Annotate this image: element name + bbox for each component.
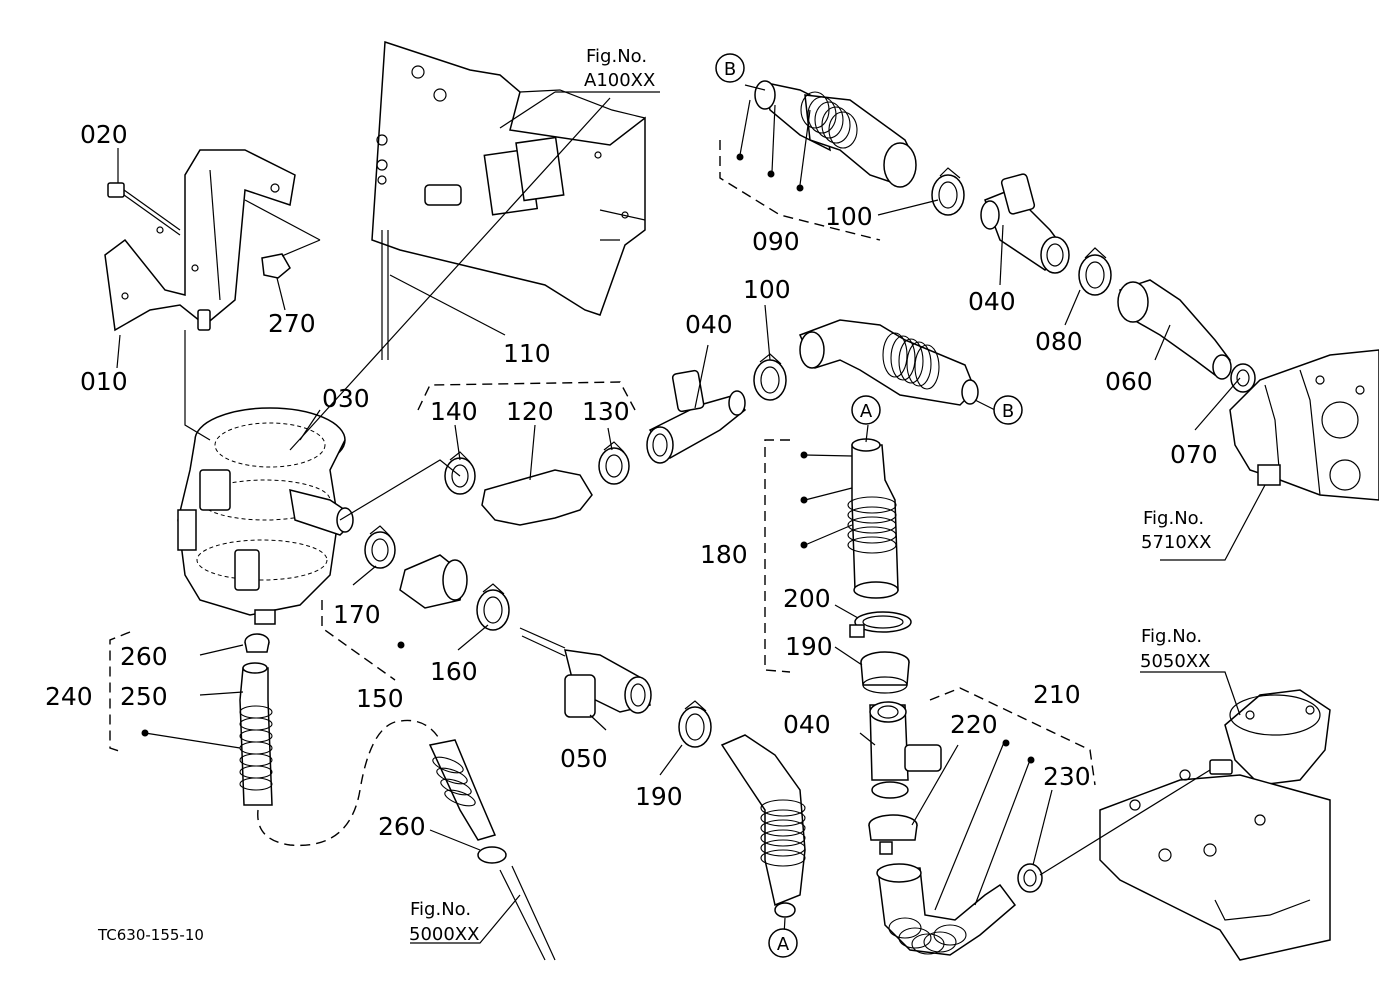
fig-ref-line1: Fig.No. [1143, 508, 1204, 529]
part-label-210: 210 [1033, 680, 1081, 709]
part-label-270: 270 [268, 309, 316, 338]
bolt-270 [244, 199, 321, 279]
part-label-050: 050 [560, 744, 608, 773]
clamp-190-mid [860, 651, 910, 694]
hose-210-ribs [888, 917, 967, 955]
hose-150 [399, 554, 468, 609]
hose-b-ribs [882, 332, 940, 390]
part-label-060: 060 [1105, 367, 1153, 396]
connector-a-top: A [851, 395, 881, 425]
drawing-code: TC630-155-10 [97, 926, 204, 944]
leader-lines [116, 84, 1266, 944]
part-label-190-mid: 190 [785, 632, 833, 661]
bolt-020 [107, 182, 181, 236]
fig-ref-line2: 5050XX [1140, 651, 1210, 672]
group-brackets [109, 140, 1096, 786]
part-label-090: 090 [752, 227, 800, 256]
clamp-160 [476, 583, 510, 631]
connector-label: B [1002, 401, 1014, 422]
fig-ref-line1: Fig.No. [1141, 626, 1202, 647]
part-label-240: 240 [45, 682, 93, 711]
hose-assembly-090 [754, 80, 917, 188]
clamp-260-bottom [477, 846, 507, 864]
connector-b-right: B [993, 395, 1023, 425]
part-label-110: 110 [503, 339, 551, 368]
part-label-070: 070 [1170, 440, 1218, 469]
fig-ref-line2: 5000XX [409, 924, 479, 945]
mounting-panel [371, 40, 646, 360]
clamp-200 [849, 611, 912, 638]
sensor-050 [564, 649, 652, 718]
clamp-230 [1017, 863, 1043, 893]
tank-5050 [1099, 689, 1331, 961]
fig-ref-a100: Fig.No. A100XX [584, 46, 655, 91]
clamp-170 [364, 525, 396, 569]
part-label-120: 120 [506, 397, 554, 426]
fuel-separator [177, 407, 354, 625]
fig-ref-line1: Fig.No. [586, 46, 647, 67]
clamp-070 [1230, 363, 1256, 393]
connector-a-bottom: A [768, 928, 798, 958]
clamp-100-top [931, 167, 965, 216]
part-label-100-middle: 100 [743, 275, 791, 304]
fig-ref-5050: Fig.No. 5050XX [1140, 626, 1210, 672]
hose-260-lower [428, 739, 497, 841]
hose-a-bottom [720, 734, 806, 918]
clamp-190-low [678, 700, 712, 748]
fig-ref-5000: Fig.No. 5000XX [409, 899, 479, 945]
hose-a-bottom-ribs [760, 799, 806, 867]
part-label-160: 160 [430, 657, 478, 686]
bullet-dots [141, 153, 1035, 764]
sensor-040-top [980, 173, 1070, 274]
hose-060 [1117, 279, 1232, 380]
sensor-040-bottom [869, 701, 942, 799]
bracket [104, 149, 296, 332]
part-label-180: 180 [700, 540, 748, 569]
part-label-080: 080 [1035, 327, 1083, 356]
clamp-080 [1078, 247, 1112, 296]
fig-ref-line2: A100XX [584, 70, 655, 91]
part-label-200: 200 [783, 584, 831, 613]
part-label-140: 140 [430, 397, 478, 426]
connector-label: A [777, 934, 790, 955]
part-label-100-top: 100 [825, 202, 873, 231]
engine-block-5710 [1229, 349, 1379, 501]
clamp-100-middle [753, 353, 787, 401]
hose-250 [239, 662, 273, 806]
part-label-220: 220 [950, 710, 998, 739]
connector-label: A [860, 401, 873, 422]
part-label-150: 150 [356, 684, 404, 713]
part-label-260-top: 260 [120, 642, 168, 671]
hose-210 [876, 863, 1017, 956]
clamp-260-top [244, 633, 270, 653]
part-label-190-low: 190 [635, 782, 683, 811]
clamp-220 [868, 814, 918, 855]
part-label-040-top: 040 [968, 287, 1016, 316]
part-labels: 020 270 010 030 110 140 120 130 040 100 … [45, 120, 1218, 841]
hose-260-lower-ribs [432, 756, 476, 807]
part-label-010: 010 [80, 367, 128, 396]
hose-090-ribs [800, 91, 858, 149]
part-label-250: 250 [120, 682, 168, 711]
hose-120 [481, 469, 593, 526]
part-label-130: 130 [582, 397, 630, 426]
part-label-020: 020 [80, 120, 128, 149]
part-label-030: 030 [322, 384, 370, 413]
hose-180 [847, 438, 899, 599]
part-label-170: 170 [333, 600, 381, 629]
part-label-040-middle: 040 [685, 310, 733, 339]
sensor-040-middle [646, 369, 747, 464]
part-label-230: 230 [1043, 762, 1091, 791]
connector-b-left: B [715, 53, 745, 83]
hose-180-ribs [847, 496, 897, 554]
part-label-260-bottom: 260 [378, 812, 426, 841]
fig-ref-5710: Fig.No. 5710XX [1141, 508, 1211, 553]
clamp-130 [598, 441, 630, 485]
fig-ref-line2: 5710XX [1141, 532, 1211, 553]
connector-label: B [724, 59, 736, 80]
hose-elbow-b [798, 319, 979, 406]
part-label-040-bottom: 040 [783, 710, 831, 739]
fig-ref-line1: Fig.No. [410, 899, 471, 920]
